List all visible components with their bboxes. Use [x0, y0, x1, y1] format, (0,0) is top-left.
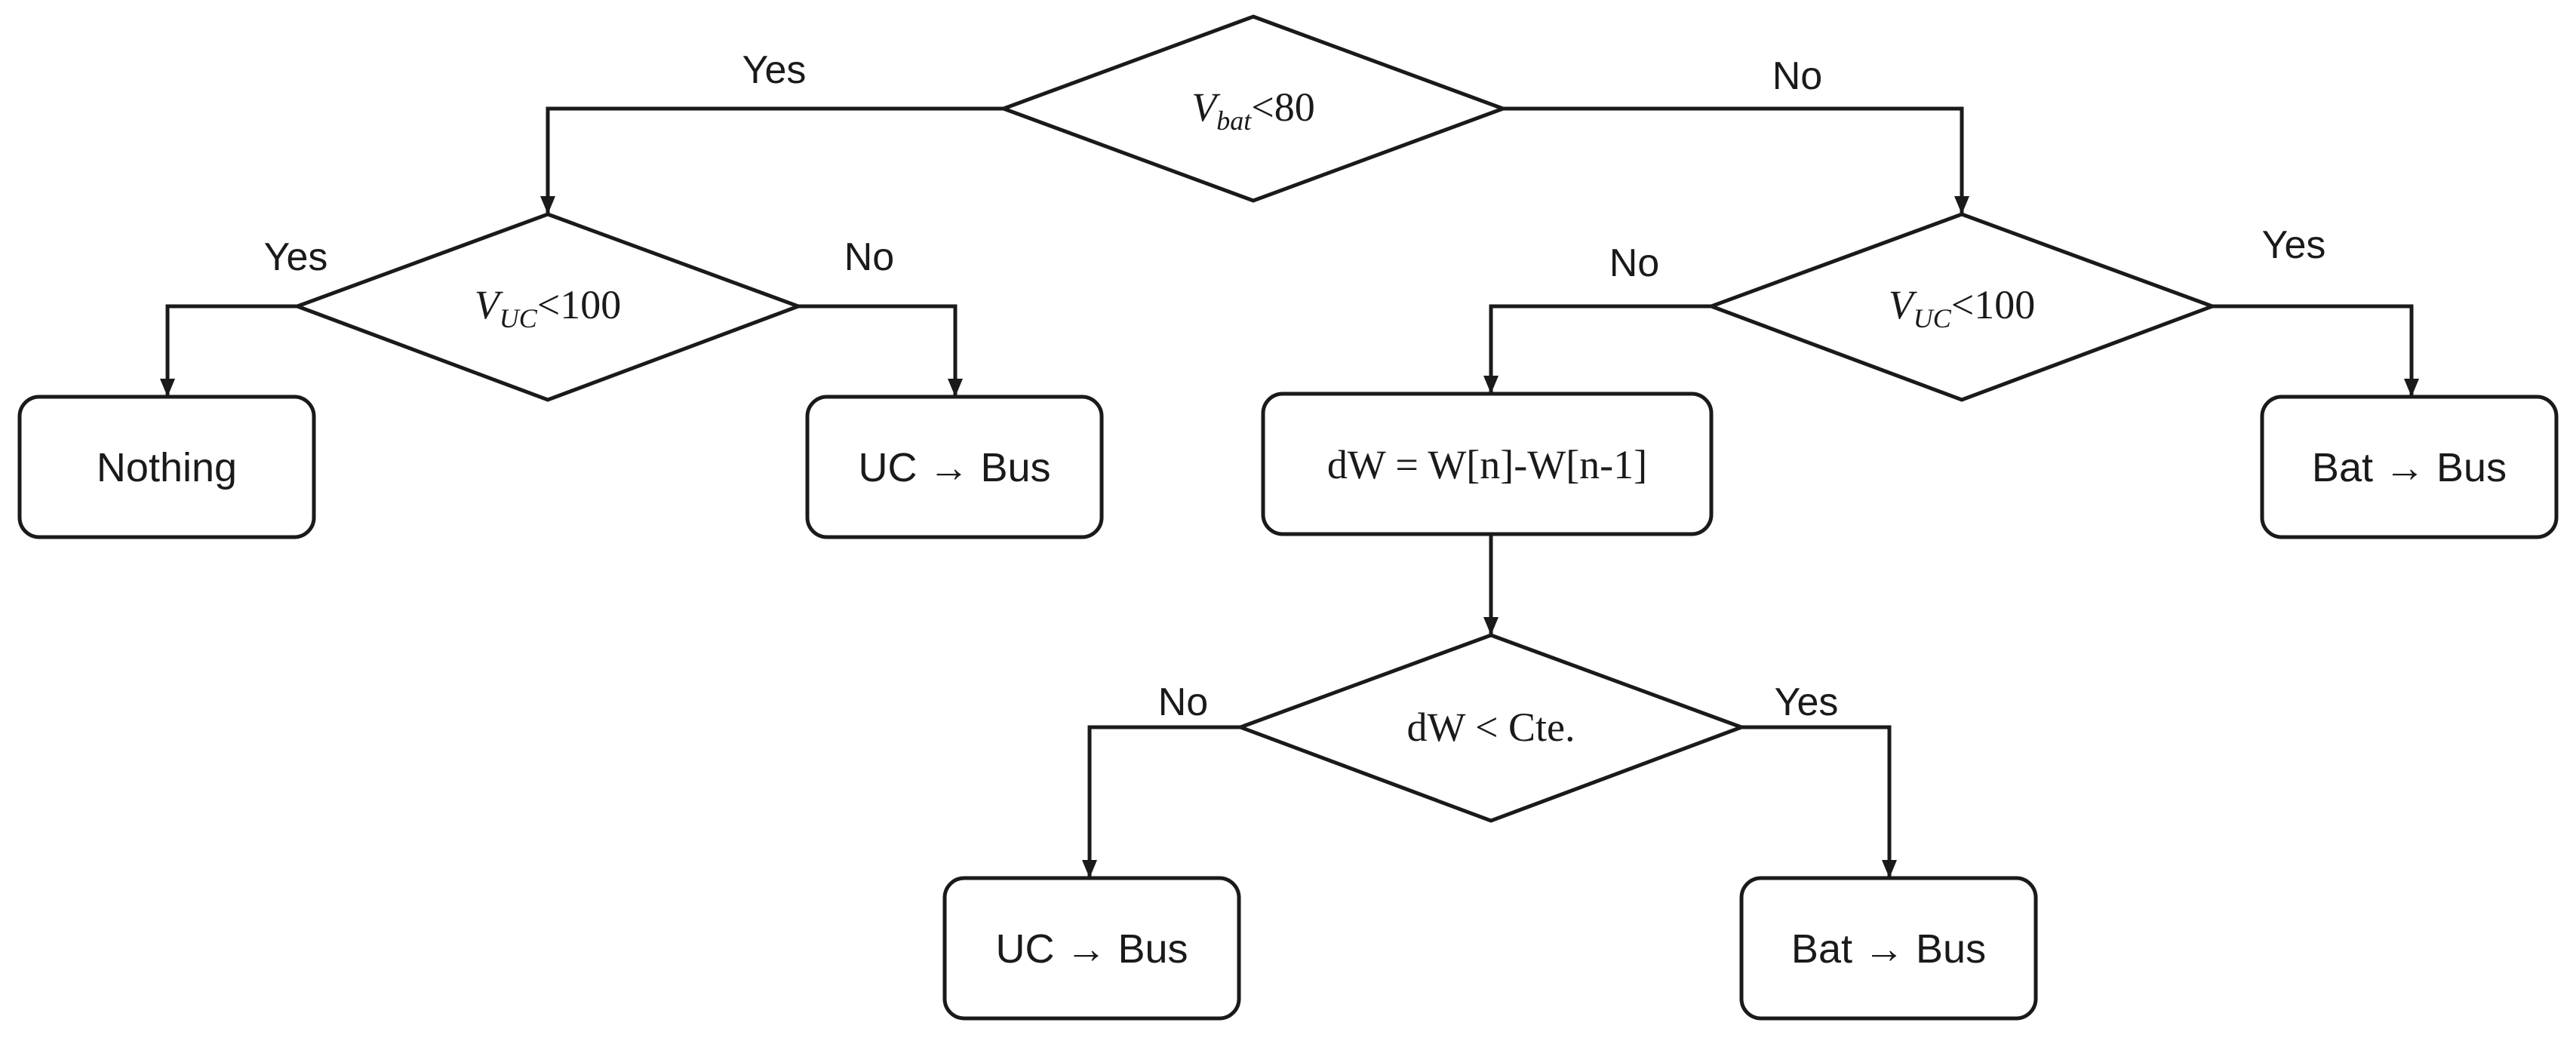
label-vbat-yes: Yes [742, 48, 807, 92]
box-bat-bus-1: Bat → Bus [2260, 395, 2559, 539]
edge-vbat-yes [540, 106, 1004, 214]
box-uc-bus-2: UC → Bus [942, 876, 1241, 1021]
box-uc-bus-1: UC → Bus [805, 395, 1104, 539]
vuc-left-sub: UC [500, 303, 538, 333]
bat-bus-1-from: Bat [2312, 445, 2373, 490]
decision-vuc-right: VUC<100 [1705, 212, 2218, 402]
edge-vbat-no [1503, 106, 1969, 214]
vuc-right-var: V [1889, 282, 1918, 327]
label-vuc-right-yes: Yes [2262, 223, 2326, 267]
label-vuc-left-no: No [844, 235, 894, 279]
bat-bus-1-arrow-icon: → [2384, 445, 2425, 490]
edge-vuc-right-no [1483, 304, 1711, 394]
dw-calc-label: dW = W[n]-W[n-1] [1327, 442, 1647, 487]
vbat-var: V [1191, 84, 1221, 130]
box-nothing: Nothing [17, 395, 316, 539]
edge-vuc-left-yes [160, 304, 297, 397]
bat-bus-2-arrow-icon: → [1864, 926, 1904, 972]
uc-bus-2-arrow-icon: → [1065, 926, 1106, 972]
bat-bus-2-to: Bus [1916, 926, 1986, 972]
svg-text:Bat → Bus: Bat → Bus [1791, 926, 1986, 972]
uc-bus-1-arrow-icon: → [928, 445, 969, 490]
decision-vbat: Vbat<80 [998, 14, 1509, 203]
vbat-cmp: <80 [1251, 84, 1314, 130]
svg-text:VUC<100: VUC<100 [1889, 282, 2035, 333]
edge-dw-yes [1741, 725, 1897, 878]
nothing-label: Nothing [97, 445, 237, 490]
edge-vuc-right-yes [2212, 304, 2419, 397]
bat-bus-1-to: Bus [2436, 445, 2507, 490]
uc-bus-2-to: Bus [1117, 926, 1188, 972]
uc-bus-1-to: Bus [980, 445, 1050, 490]
edge-vuc-left-no [798, 304, 963, 397]
svg-text:Vbat<80: Vbat<80 [1191, 84, 1314, 136]
label-vuc-right-no: No [1609, 241, 1659, 285]
decision-vuc-left: VUC<100 [291, 212, 804, 402]
svg-text:UC → Bus: UC → Bus [995, 926, 1188, 972]
svg-text:Bat → Bus: Bat → Bus [2312, 445, 2507, 490]
decision-dw: dW < Cte. [1234, 633, 1748, 823]
label-dw-yes: Yes [1775, 680, 1839, 724]
uc-bus-2-from: UC [995, 926, 1054, 972]
box-bat-bus-2: Bat → Bus [1739, 876, 2038, 1021]
edge-dw-no [1082, 725, 1240, 878]
label-vbat-no: No [1772, 54, 1822, 98]
dw-condition: dW < Cte. [1407, 705, 1575, 750]
label-vuc-left-yes: Yes [264, 235, 328, 279]
vuc-left-var: V [475, 282, 504, 327]
vuc-left-cmp: <100 [537, 282, 621, 327]
uc-bus-1-from: UC [858, 445, 917, 490]
vbat-sub: bat [1216, 106, 1252, 136]
bat-bus-2-from: Bat [1791, 926, 1852, 972]
box-dw-calc: dW = W[n]-W[n-1] [1261, 392, 1714, 536]
edge-labels: Yes No Yes No No Yes No Yes [264, 48, 2326, 724]
vuc-right-sub: UC [1914, 303, 1952, 333]
vuc-right-cmp: <100 [1951, 282, 2035, 327]
label-dw-no: No [1158, 680, 1208, 724]
connectors [160, 106, 2419, 878]
svg-text:UC → Bus: UC → Bus [858, 445, 1050, 490]
svg-text:VUC<100: VUC<100 [475, 282, 621, 333]
